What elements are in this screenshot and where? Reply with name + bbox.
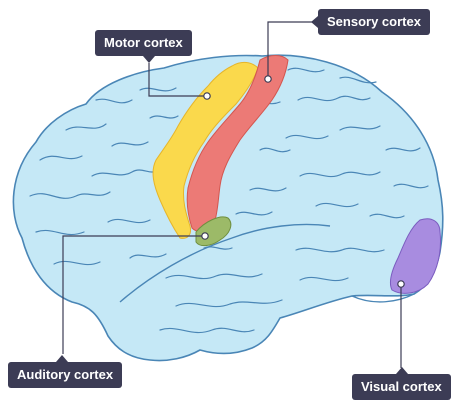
visual-cortex-label: Visual cortex: [352, 367, 451, 400]
motor-leader-line: [148, 63, 207, 97]
marker-dots: [201, 75, 405, 288]
sensory-leader-line: [267, 21, 318, 79]
brain-folds: [29, 67, 429, 334]
auditory-marker: [201, 232, 209, 240]
motor-cortex-label: Motor cortex: [95, 30, 192, 63]
lateral-fissure: [119, 223, 331, 303]
visual-marker: [397, 280, 405, 288]
auditory-cortex-label: Auditory cortex: [8, 355, 123, 388]
sensory-cortex-label: Sensory cortex: [311, 9, 430, 35]
motor-marker: [203, 92, 211, 100]
auditory-leader-line: [62, 235, 205, 354]
leader-lines: [62, 21, 402, 368]
sensory-marker: [264, 75, 272, 83]
visual-cortex-region: [389, 218, 441, 294]
cerebellum-outline: [351, 293, 415, 303]
